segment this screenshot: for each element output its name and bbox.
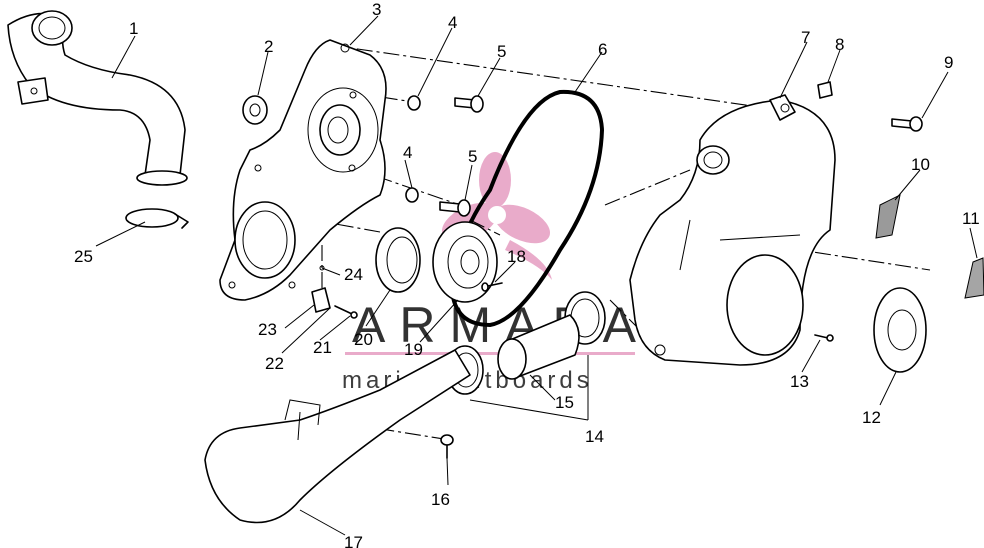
part-8-label — [817, 81, 833, 99]
callout-11: 11 — [962, 209, 980, 228]
part-15-coupler — [497, 314, 580, 380]
part-1-intake-duct — [7, 10, 188, 186]
part-5b-bolt — [439, 199, 471, 217]
callout-5b: 5 — [468, 147, 477, 166]
part-10-decal — [875, 194, 901, 239]
part-2-washer — [242, 95, 268, 125]
callout-16: 16 — [431, 490, 450, 509]
part-25-clamp — [125, 208, 189, 229]
watermark-divider — [345, 352, 635, 355]
callout-18: 18 — [507, 247, 526, 266]
callout-1: 1 — [129, 19, 138, 38]
part-20-seal — [375, 227, 421, 293]
part-18-screw — [481, 282, 503, 292]
part-9-screw — [891, 116, 923, 132]
callout-8: 8 — [835, 35, 844, 54]
part-4b-washer — [405, 187, 419, 203]
callout-7: 7 — [801, 28, 810, 47]
part-23-bracket — [311, 287, 331, 313]
callout-labels: 1 2 3 4 4 5 5 6 7 8 9 10 11 12 13 14 15 … — [74, 0, 980, 548]
callout-13: 13 — [790, 372, 809, 391]
part-24-pin — [319, 265, 325, 271]
callout-4b: 4 — [403, 143, 412, 162]
callout-14: 14 — [585, 427, 604, 446]
callout-24: 24 — [344, 265, 363, 284]
callout-10: 10 — [911, 155, 930, 174]
part-7-outer-cover — [629, 94, 836, 366]
part-6-drive-belt — [449, 89, 605, 328]
part-19-pulley — [432, 221, 498, 303]
part-13-screw — [814, 334, 834, 342]
callout-19: 19 — [404, 340, 423, 359]
watermark-brand: ARMADA — [352, 297, 650, 353]
callout-22: 22 — [265, 354, 284, 373]
callout-5a: 5 — [497, 42, 506, 61]
part-17-lower-duct — [204, 349, 471, 524]
part-16-bolt — [440, 434, 454, 459]
callout-23: 23 — [258, 320, 277, 339]
callout-15: 15 — [555, 393, 574, 412]
part-11-decal — [964, 257, 984, 299]
callout-4a: 4 — [448, 13, 457, 32]
callout-20: 20 — [354, 330, 373, 349]
callout-21: 21 — [313, 338, 332, 357]
callout-6: 6 — [598, 40, 607, 59]
callout-17: 17 — [344, 533, 363, 548]
callout-9: 9 — [944, 53, 953, 72]
part-3-backplate — [219, 39, 387, 301]
part-4a-washer — [407, 95, 421, 111]
leader-lines — [95, 15, 978, 536]
callout-3: 3 — [372, 0, 381, 19]
part-21-screw — [334, 305, 358, 319]
callout-2: 2 — [264, 37, 273, 56]
part-12-cover-plate — [873, 287, 927, 373]
callout-25: 25 — [74, 247, 93, 266]
part-5a-bolt — [454, 95, 484, 113]
callout-12: 12 — [862, 408, 881, 427]
